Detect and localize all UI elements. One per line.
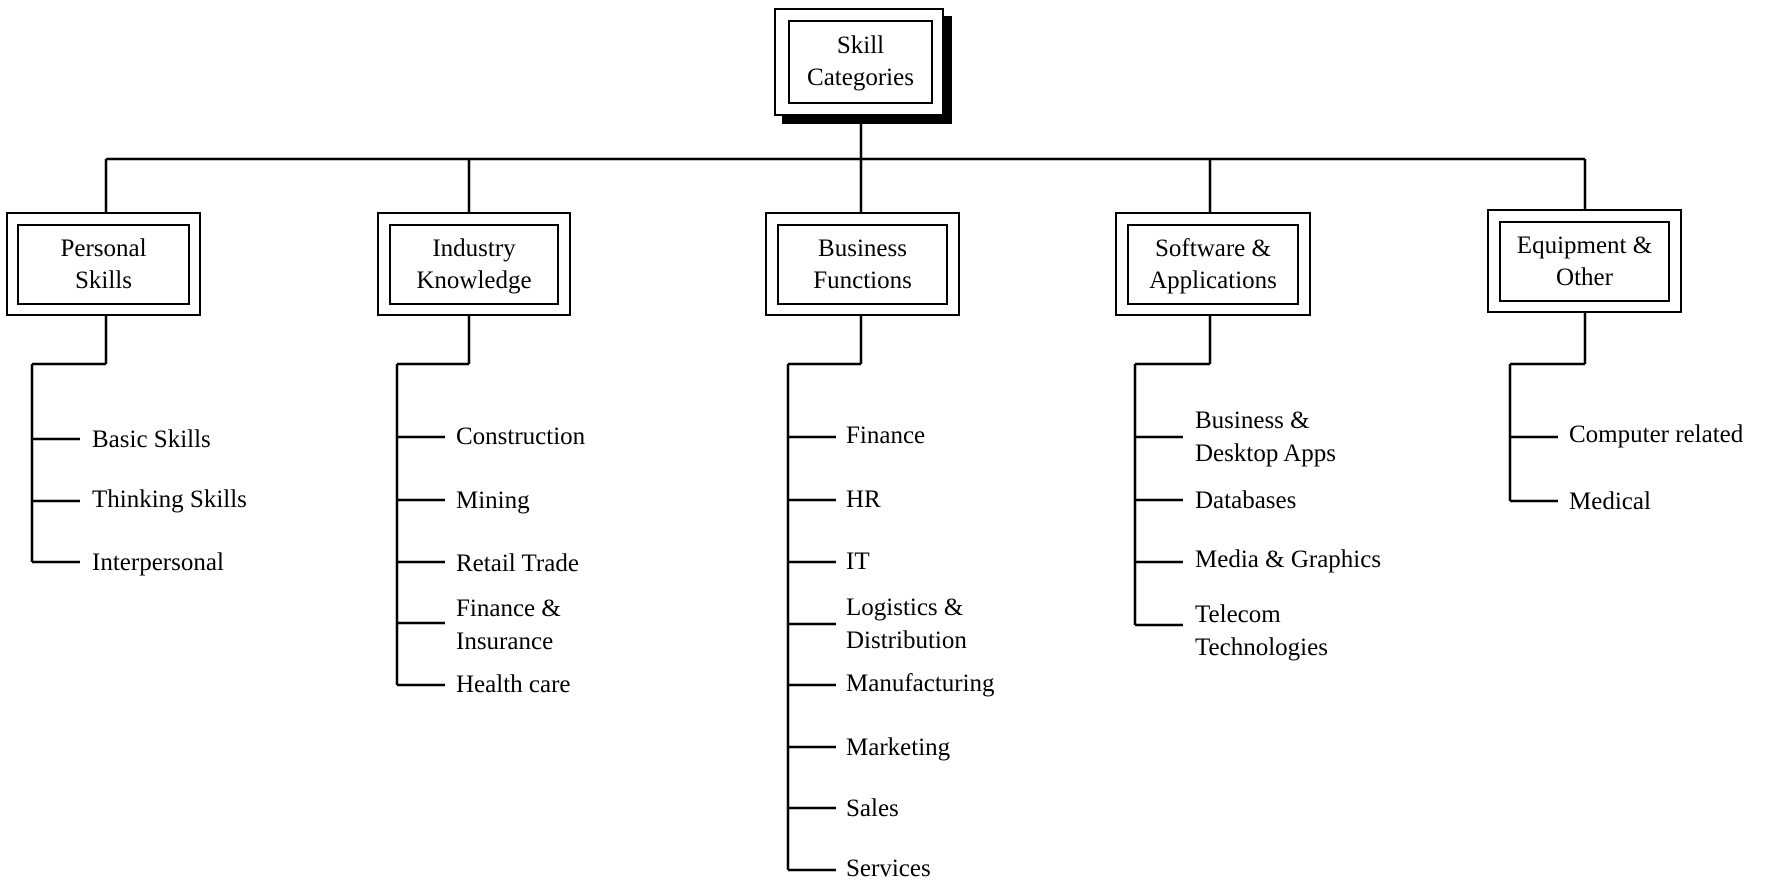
leaf-finance-insurance: Finance & Insurance (456, 592, 561, 658)
category-business-functions-label: Business Functions (777, 224, 948, 305)
root-line2: Categories (807, 62, 914, 94)
leaf-databases: Databases (1195, 484, 1296, 517)
category-industry-knowledge-label: Industry Knowledge (389, 224, 559, 305)
leaf-line1: Medical (1569, 485, 1651, 518)
leaf-line1: Databases (1195, 484, 1296, 517)
leaf-line1: Thinking Skills (92, 483, 247, 516)
leaf-line1: Manufacturing (846, 667, 995, 700)
leaf-line1: Basic Skills (92, 423, 211, 456)
leaf-line2: Distribution (846, 624, 967, 657)
leaf-line1: Computer related (1569, 418, 1743, 451)
leaf-hr: HR (846, 483, 881, 516)
leaf-line1: Mining (456, 484, 530, 517)
leaf-line1: Logistics & (846, 591, 967, 624)
leaf-line2: Technologies (1195, 631, 1328, 664)
category-line1: Equipment & (1517, 230, 1652, 262)
leaf-line1: Telecom (1195, 598, 1328, 631)
leaf-line1: Media & Graphics (1195, 543, 1381, 576)
leaf-line1: Finance & (456, 592, 561, 625)
leaf-business-desktop-apps: Business & Desktop Apps (1195, 404, 1336, 470)
leaf-line1: Interpersonal (92, 546, 224, 579)
leaf-computer-related: Computer related (1569, 418, 1743, 451)
leaf-medical: Medical (1569, 485, 1651, 518)
category-line2: Knowledge (416, 265, 531, 297)
category-line2: Skills (75, 265, 132, 297)
leaf-line1: Construction (456, 420, 585, 453)
category-line2: Applications (1149, 265, 1277, 297)
leaf-line1: Business & (1195, 404, 1336, 437)
leaf-it: IT (846, 545, 870, 578)
category-line2: Functions (813, 265, 912, 297)
leaf-mining: Mining (456, 484, 530, 517)
leaf-manufacturing: Manufacturing (846, 667, 995, 700)
category-line1: Personal (60, 233, 146, 265)
leaf-line1: HR (846, 483, 881, 516)
category-line1: Software & (1155, 233, 1271, 265)
category-line1: Business (818, 233, 907, 265)
leaf-construction: Construction (456, 420, 585, 453)
leaf-services: Services (846, 852, 931, 883)
leaf-line2: Insurance (456, 625, 561, 658)
leaf-line1: Finance (846, 419, 925, 452)
leaf-logistics-distribution: Logistics & Distribution (846, 591, 967, 657)
leaf-line1: Marketing (846, 731, 950, 764)
leaf-retail-trade: Retail Trade (456, 547, 579, 580)
leaf-basic-skills: Basic Skills (92, 423, 211, 456)
leaf-line1: Retail Trade (456, 547, 579, 580)
leaf-media-graphics: Media & Graphics (1195, 543, 1381, 576)
leaf-line2: Desktop Apps (1195, 437, 1336, 470)
leaf-line1: Sales (846, 792, 899, 825)
root-line1: Skill (837, 30, 884, 62)
leaf-thinking-skills: Thinking Skills (92, 483, 247, 516)
leaf-line1: Health care (456, 668, 571, 701)
leaf-sales: Sales (846, 792, 899, 825)
leaf-interpersonal: Interpersonal (92, 546, 224, 579)
leaf-health-care: Health care (456, 668, 571, 701)
category-software-applications-label: Software & Applications (1127, 224, 1299, 305)
leaf-line1: IT (846, 545, 870, 578)
leaf-finance: Finance (846, 419, 925, 452)
root-node-label: Skill Categories (788, 20, 933, 104)
category-equipment-other-label: Equipment & Other (1499, 221, 1670, 302)
category-line1: Industry (432, 233, 515, 265)
leaf-telecom-technologies: Telecom Technologies (1195, 598, 1328, 664)
category-personal-skills-label: Personal Skills (17, 224, 190, 305)
category-line2: Other (1556, 262, 1613, 294)
leaf-marketing: Marketing (846, 731, 950, 764)
leaf-line1: Services (846, 852, 931, 883)
